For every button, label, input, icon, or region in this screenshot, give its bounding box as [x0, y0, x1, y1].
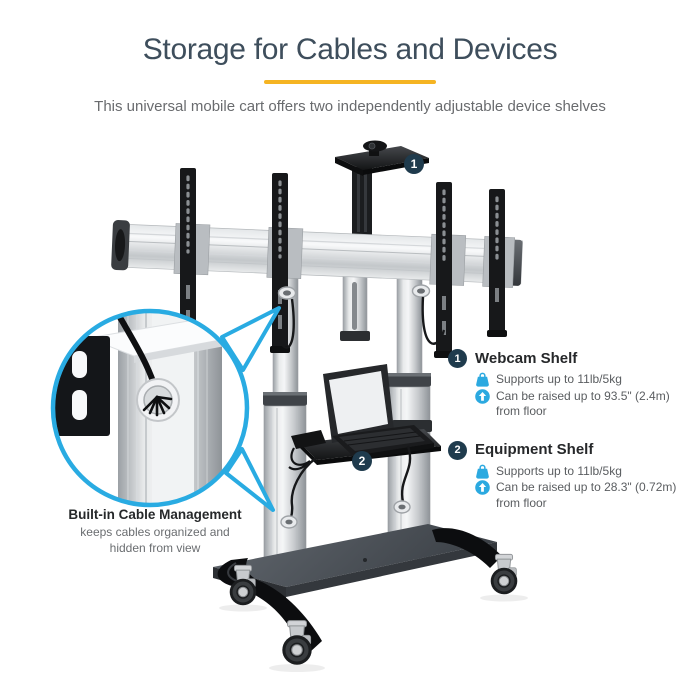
page-subtitle: This universal mobile cart offers two in… [94, 98, 606, 115]
caster-wheel-right [490, 553, 518, 595]
vesa-bracket-4 [487, 189, 507, 337]
raise-arrow-icon [475, 480, 490, 495]
cable-management-caption: Built-in Cable Management keeps cables o… [40, 506, 270, 556]
callout-number-badge: 2 [448, 440, 467, 460]
magnifier-pointer-bottom [224, 447, 275, 512]
raise-arrow-icon [475, 388, 490, 404]
spec-line: Supports up to 11lb/5kg [475, 464, 688, 480]
cable [421, 296, 446, 345]
callout-number-badge: 1 [448, 349, 467, 368]
base-leg-right [432, 528, 502, 568]
right-column [387, 259, 431, 560]
caster-wheel-front [282, 620, 312, 665]
page-title: Storage for Cables and Devices [142, 33, 558, 66]
weight-icon [476, 464, 489, 479]
feature-subtitle-line2: hidden from view [109, 541, 201, 555]
marker-webcam-shelf: 1 [404, 154, 424, 174]
power-adapter [288, 430, 326, 471]
magnifier-circle [50, 306, 281, 512]
title-underline-accent [264, 80, 436, 84]
callout-title: Webcam Shelf [475, 349, 578, 367]
spec-text: Can be raised up to 28.3" (0.72m)from fl… [496, 480, 677, 510]
vesa-bracket-2 [270, 173, 290, 353]
cable-grommet-right-bottom [393, 445, 412, 514]
spec-text: Supports up to 11lb/5kg [496, 372, 622, 386]
spec-line: Can be raised up to 93.5" (2.4m)from flo… [475, 389, 688, 420]
shelf-callout-list: 1 Webcam Shelf Supports up to 11lb/5kg C… [448, 349, 688, 532]
callout-webcam-shelf: 1 Webcam Shelf Supports up to 11lb/5kg C… [448, 349, 688, 420]
cable-grommet-left-top [277, 286, 297, 349]
cable-grommet-left-bottom [280, 457, 317, 529]
feature-subtitle-line1: keeps cables organized and [80, 525, 230, 539]
weight-icon [476, 372, 489, 387]
spec-line: Supports up to 11lb/5kg [475, 372, 688, 388]
webcam-shelf-column [340, 167, 372, 341]
spec-text: Supports up to 11lb/5kg [496, 463, 622, 478]
laptop [323, 364, 434, 461]
magnifier-ring [50, 308, 250, 508]
spec-text: Can be raised up to 93.5" (2.4m)from flo… [496, 388, 670, 419]
cable [277, 298, 295, 349]
callout-equipment-shelf: 2 Equipment Shelf Supports up to 11lb/5k… [448, 440, 688, 512]
feature-title: Built-in Cable Management [68, 507, 242, 522]
marker-equipment-shelf: 2 [352, 451, 372, 471]
cable [400, 445, 412, 503]
lens-bracket [55, 336, 110, 436]
caster-wheel-left [229, 564, 257, 606]
webcam [363, 140, 387, 156]
spec-line: Can be raised up to 28.3" (0.72m)from fl… [475, 480, 688, 511]
tv-mount-crossbar [111, 220, 523, 288]
cable-grommet-right-top [411, 284, 446, 345]
callout-title: Equipment Shelf [475, 441, 594, 458]
